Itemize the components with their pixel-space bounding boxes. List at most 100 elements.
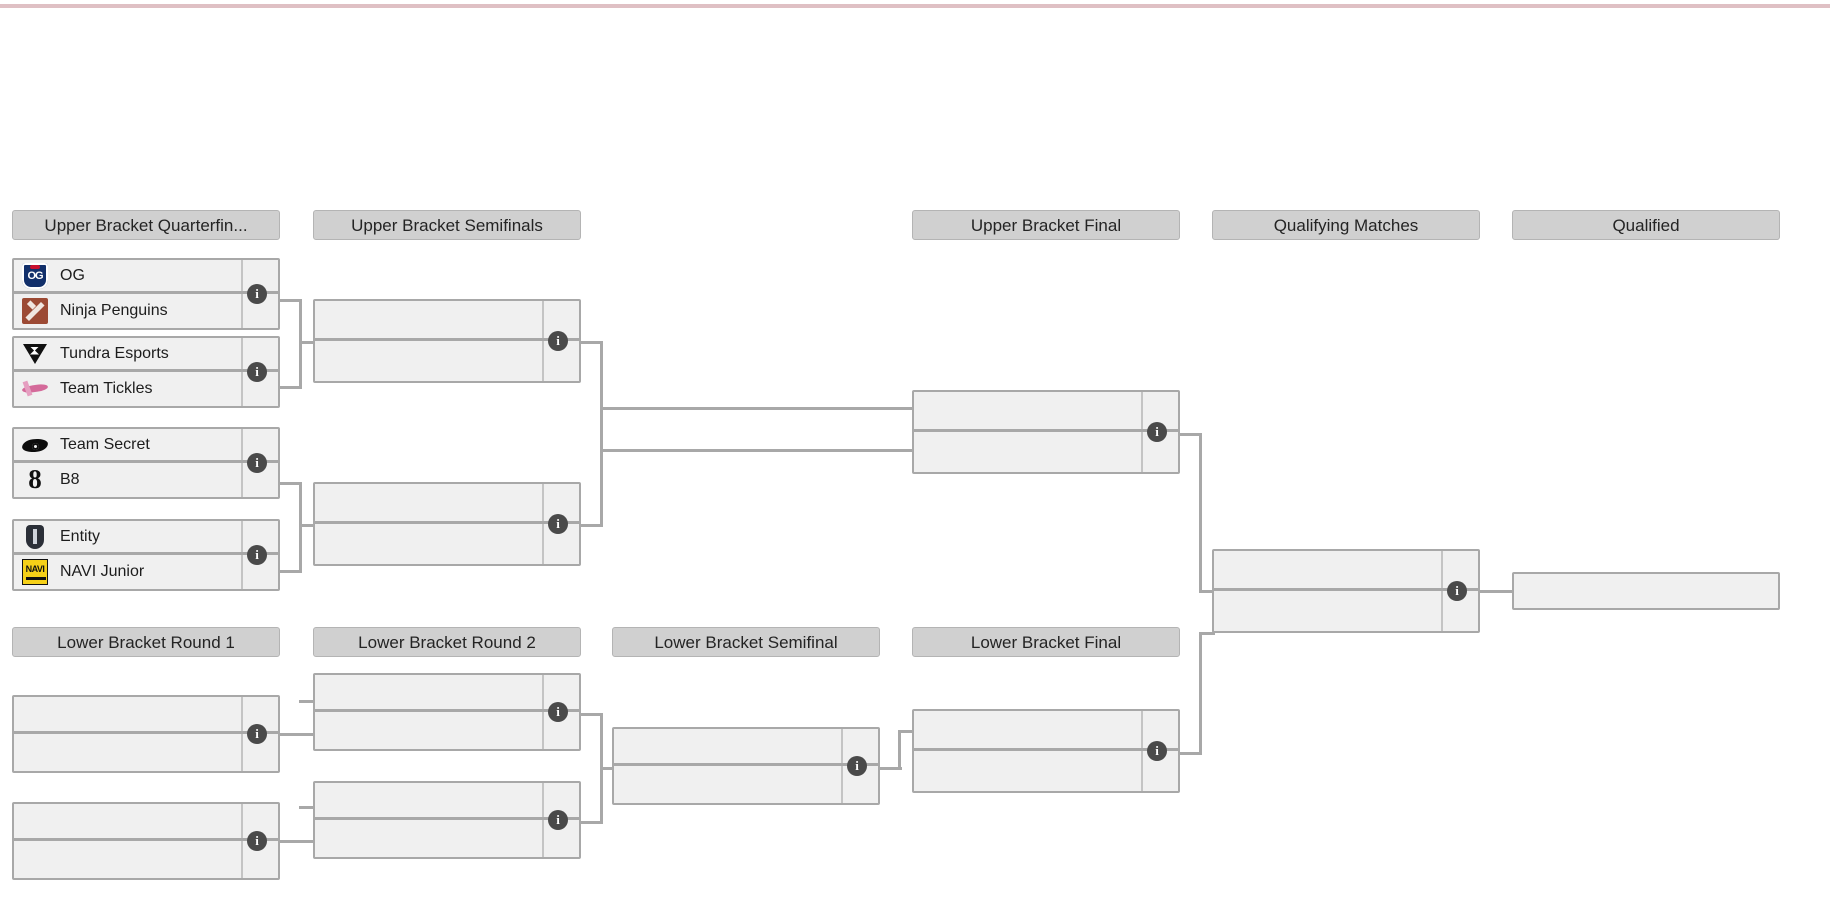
match-row-bottom[interactable] <box>14 841 278 878</box>
match-row-top[interactable] <box>315 675 579 712</box>
round-header-ub-final[interactable]: Upper Bracket Final <box>912 210 1180 240</box>
score-divider <box>1141 711 1143 748</box>
info-icon[interactable]: i <box>847 756 867 776</box>
match-box[interactable]: i <box>1212 549 1480 633</box>
match-row-top[interactable] <box>14 804 278 841</box>
secret-logo <box>22 432 48 458</box>
match-box[interactable]: i <box>12 695 280 773</box>
score-divider <box>542 524 544 564</box>
match-box[interactable]: i <box>313 482 581 566</box>
match-row-bottom[interactable]: NAVI Junior <box>14 555 278 589</box>
connector <box>1180 433 1202 436</box>
match-row-bottom[interactable] <box>1214 591 1478 631</box>
round-header-lb-final[interactable]: Lower Bracket Final <box>912 627 1180 657</box>
match-row-top[interactable] <box>614 729 878 766</box>
score-divider <box>1441 551 1443 588</box>
connector <box>1199 433 1202 593</box>
score-divider <box>241 521 243 552</box>
info-icon[interactable]: i <box>247 284 267 304</box>
round-header-qualifying-matches[interactable]: Qualifying Matches <box>1212 210 1480 240</box>
connector <box>880 767 902 770</box>
connector <box>299 700 315 703</box>
match-row-bottom[interactable] <box>315 524 579 564</box>
match-row-bottom[interactable] <box>14 734 278 771</box>
score-divider <box>542 675 544 709</box>
match-row-bottom[interactable] <box>315 712 579 749</box>
match-box[interactable]: i <box>912 709 1180 793</box>
match-box[interactable]: i <box>612 727 880 805</box>
match-box[interactable]: i <box>313 781 581 859</box>
info-icon[interactable]: i <box>247 453 267 473</box>
connector <box>1180 752 1202 755</box>
connector <box>600 341 603 451</box>
score-divider <box>542 820 544 857</box>
score-divider <box>1141 392 1143 429</box>
match-box[interactable]: i <box>912 390 1180 474</box>
match-row-top[interactable]: Tundra Esports <box>14 338 278 372</box>
match-row-top[interactable] <box>315 484 579 524</box>
match-row-bottom[interactable]: B8 <box>14 463 278 497</box>
info-icon[interactable]: i <box>548 514 568 534</box>
info-icon[interactable]: i <box>247 831 267 851</box>
match-row-top[interactable] <box>914 711 1178 751</box>
match-row-top[interactable]: Team Secret <box>14 429 278 463</box>
info-icon[interactable]: i <box>247 724 267 744</box>
info-icon[interactable]: i <box>548 702 568 722</box>
round-header-ub-semifinals[interactable]: Upper Bracket Semifinals <box>313 210 581 240</box>
connector <box>299 299 302 389</box>
match-row-bottom[interactable]: Team Tickles <box>14 372 278 406</box>
match-box[interactable]: OG Ninja Penguins i <box>12 258 280 330</box>
match-row-bottom[interactable] <box>614 766 878 803</box>
qualified-box[interactable] <box>1512 572 1780 610</box>
match-row-top[interactable] <box>315 301 579 341</box>
match-box[interactable]: i <box>12 802 280 880</box>
team-name: Tundra Esports <box>60 344 169 362</box>
match-row-top[interactable] <box>14 697 278 734</box>
match-box[interactable]: i <box>313 673 581 751</box>
connector <box>898 730 914 733</box>
info-icon[interactable]: i <box>247 362 267 382</box>
round-header-ub-quarterfinals[interactable]: Upper Bracket Quarterfin... <box>12 210 280 240</box>
connector <box>299 806 315 809</box>
match-row-top[interactable] <box>1214 551 1478 591</box>
round-header-qualified[interactable]: Qualified <box>1512 210 1780 240</box>
top-accent-bar <box>0 4 1830 8</box>
round-header-lb-semifinal[interactable]: Lower Bracket Semifinal <box>612 627 880 657</box>
match-row-bottom[interactable] <box>315 820 579 857</box>
info-icon[interactable]: i <box>548 331 568 351</box>
round-header-lb-round2[interactable]: Lower Bracket Round 2 <box>313 627 581 657</box>
team-name: Ninja Penguins <box>60 302 168 319</box>
match-row-bottom[interactable] <box>914 751 1178 791</box>
info-icon[interactable]: i <box>1147 422 1167 442</box>
match-box[interactable]: Tundra Esports Team Tickles i <box>12 336 280 408</box>
info-icon[interactable]: i <box>548 810 568 830</box>
score-divider <box>1141 751 1143 791</box>
connector <box>299 341 315 344</box>
match-box[interactable]: Team Secret B8 i <box>12 427 280 499</box>
match-row-top[interactable]: OG <box>14 260 278 294</box>
score-divider <box>542 712 544 749</box>
team-name: Team Secret <box>60 435 150 453</box>
match-row-top[interactable] <box>914 392 1178 432</box>
match-row-bottom[interactable] <box>914 432 1178 472</box>
qualified-row[interactable] <box>1514 574 1778 608</box>
connector <box>280 840 316 843</box>
match-row-bottom[interactable]: Ninja Penguins <box>14 294 278 328</box>
info-icon[interactable]: i <box>247 545 267 565</box>
connector <box>280 733 316 736</box>
match-box[interactable]: i <box>313 299 581 383</box>
score-divider <box>1441 591 1443 631</box>
connector <box>600 412 603 526</box>
info-icon[interactable]: i <box>1447 581 1467 601</box>
match-box[interactable]: Entity NAVI Junior i <box>12 519 280 591</box>
connector <box>600 767 616 770</box>
match-row-top[interactable]: Entity <box>14 521 278 555</box>
match-row-top[interactable] <box>315 783 579 820</box>
score-divider <box>241 804 243 838</box>
connector <box>1199 590 1215 593</box>
info-icon[interactable]: i <box>1147 741 1167 761</box>
match-row-bottom[interactable] <box>315 341 579 381</box>
round-header-lb-round1[interactable]: Lower Bracket Round 1 <box>12 627 280 657</box>
score-divider <box>241 294 243 328</box>
